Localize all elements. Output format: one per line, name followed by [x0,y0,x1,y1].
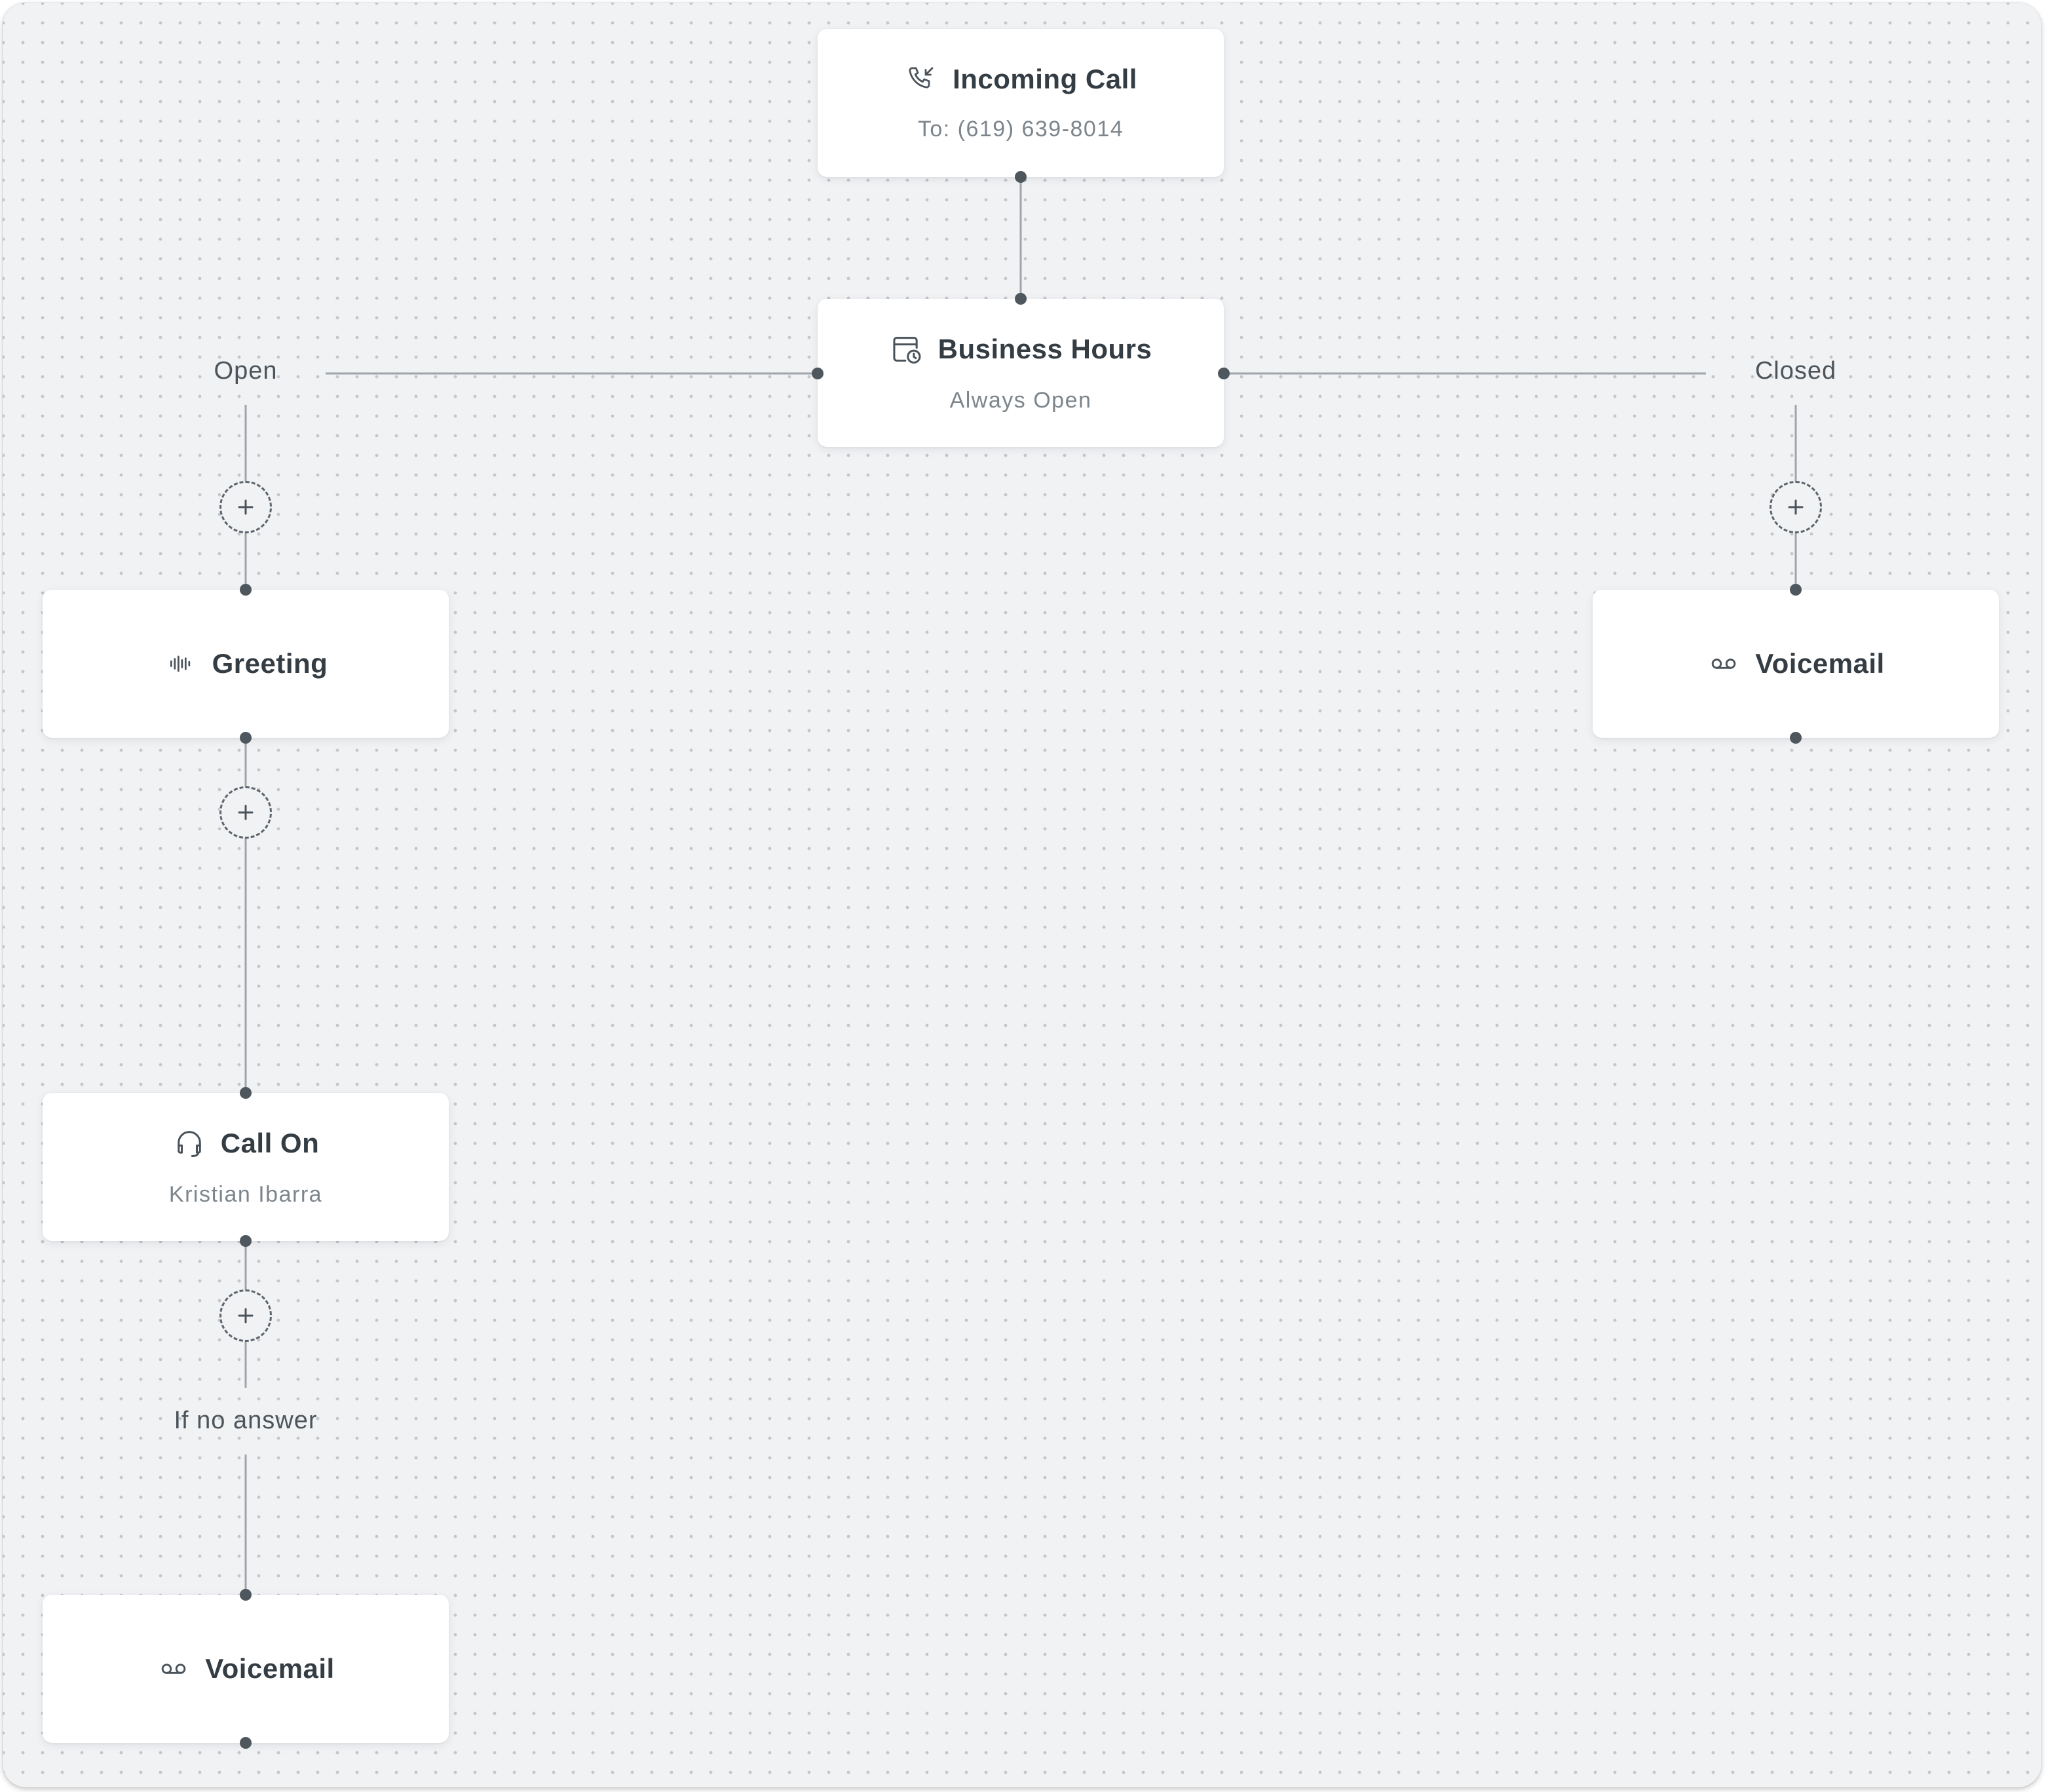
call-on-node[interactable]: Call On Kristian Ibarra [43,1093,449,1241]
add-step-button[interactable] [219,786,272,839]
flow-canvas[interactable]: Incoming Call To: (619) 639-8014 Busines… [3,3,2041,1787]
voicemail-node-closed[interactable]: Voicemail [1593,590,1999,738]
node-title: Voicemail [1755,648,1885,679]
connector-lines [244,177,1797,1594]
node-title: Business Hours [938,334,1152,364]
plus-icon [238,1308,254,1324]
connector-handle[interactable] [240,584,252,596]
voicemail-node-no-answer[interactable]: Voicemail [43,1595,449,1743]
incoming-call-node[interactable]: Incoming Call To: (619) 639-8014 [818,29,1224,177]
voicemail-icon [1707,647,1741,681]
connector-handle[interactable] [1015,171,1027,183]
plus-icon [1788,499,1804,515]
add-step-button[interactable] [219,481,272,533]
business-hours-node[interactable]: Business Hours Always Open [818,299,1224,447]
hours-status: Always Open [949,388,1092,413]
assigned-user: Kristian Ibarra [168,1182,323,1207]
node-title: Greeting [212,648,328,679]
node-title: Call On [220,1128,320,1158]
open-branch-label: Open [214,357,278,385]
closed-branch-label: Closed [1754,357,1837,385]
connector-handle[interactable] [240,732,252,744]
audio-wave-icon [164,647,198,681]
connector-handle[interactable] [240,1737,252,1749]
voicemail-icon [157,1652,191,1686]
connector-handle[interactable] [1015,293,1027,305]
connector-handle[interactable] [1790,732,1802,744]
connector-handle[interactable] [240,1235,252,1247]
connector-handle[interactable] [240,1087,252,1099]
dialed-number: To: (619) 639-8014 [917,117,1124,142]
no-answer-branch-label: If no answer [174,1407,318,1434]
phone-incoming-icon [904,62,938,96]
node-title: Incoming Call [953,64,1137,94]
greeting-node[interactable]: Greeting [43,590,449,738]
calendar-clock-icon [890,332,924,366]
plus-icon [238,805,254,820]
connector-handle[interactable] [240,1589,252,1601]
connector-handle[interactable] [1790,584,1802,596]
headset-icon [172,1126,206,1160]
plus-icon [238,499,254,515]
connector-handle[interactable] [1218,368,1230,379]
node-title: Voicemail [205,1653,335,1684]
add-step-button[interactable] [1770,481,1822,533]
add-step-button[interactable] [219,1289,272,1342]
connector-handle[interactable] [812,368,824,379]
